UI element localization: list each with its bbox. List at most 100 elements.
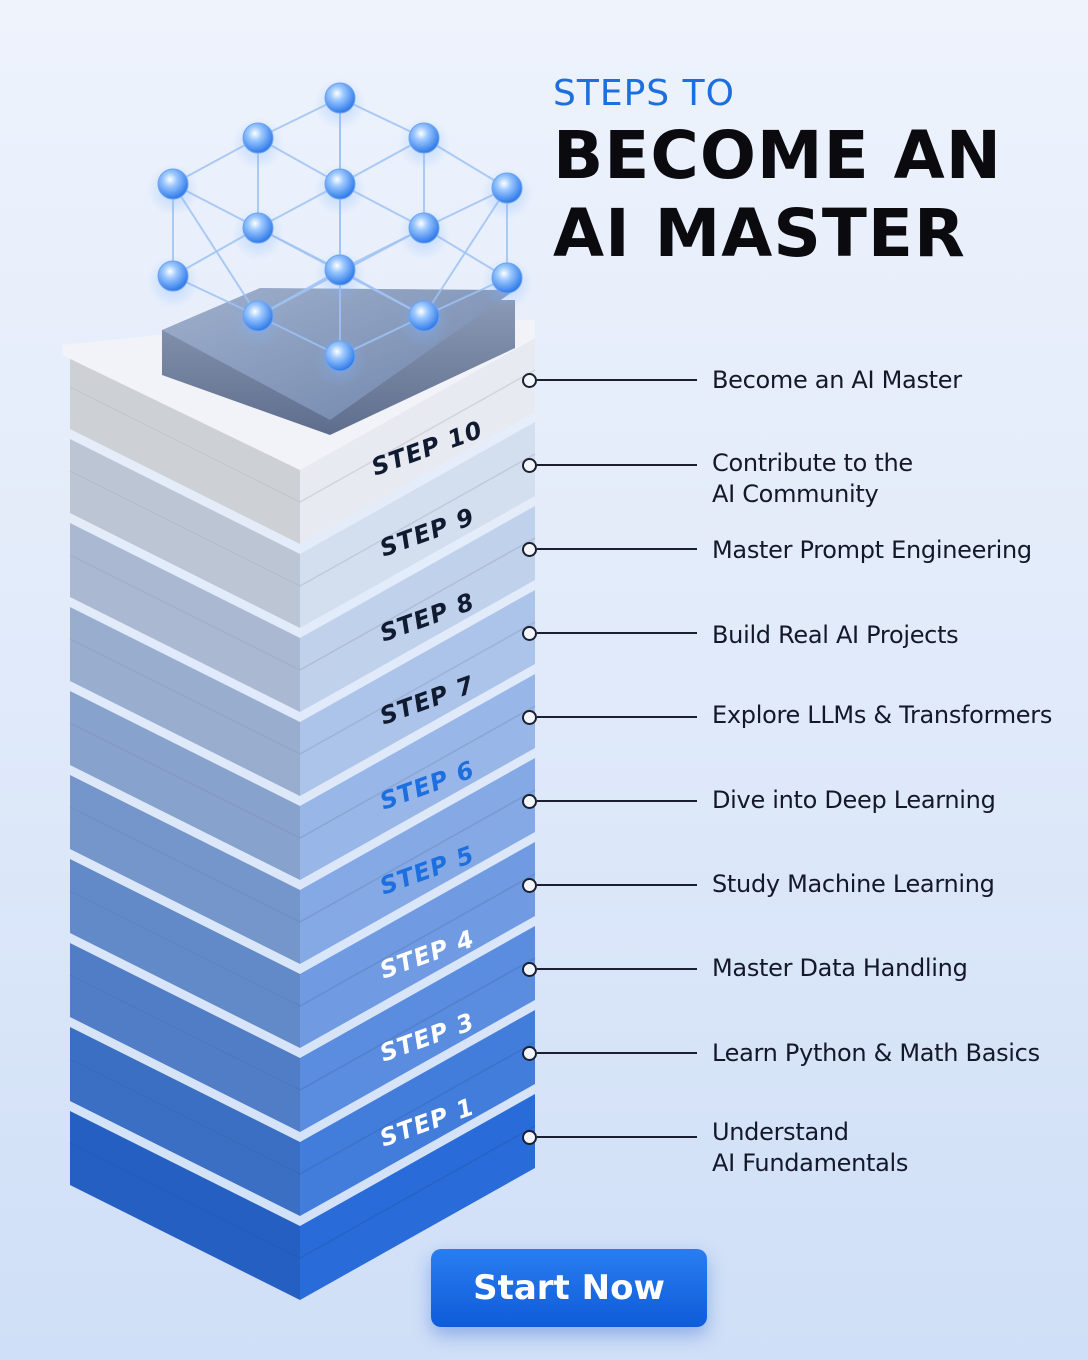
connector-rule — [537, 1052, 697, 1054]
page-title-line2: AI MASTER — [553, 195, 966, 272]
network-node — [324, 168, 356, 200]
connector-line — [522, 793, 702, 809]
step-description: Master Prompt Engineering — [712, 535, 1072, 566]
step-description-line: Master Prompt Engineering — [712, 536, 1032, 564]
tier-right-face — [300, 422, 535, 628]
tier-left-face — [70, 691, 300, 880]
tier-groove — [69, 453, 536, 587]
tier-right-face — [300, 926, 535, 1132]
step-description-line: AI Community — [712, 480, 879, 508]
tier-groove — [69, 789, 536, 923]
step-description-line: Explore LLMs & Transformers — [712, 701, 1053, 729]
subtitle: STEPS TO — [553, 73, 735, 114]
connector-dot-icon — [522, 710, 537, 725]
tier-left-face — [70, 775, 300, 964]
connector-line — [522, 961, 702, 977]
tier-left-face — [70, 607, 300, 796]
connector-dot-icon — [522, 626, 537, 641]
connector-rule — [537, 716, 697, 718]
tier-groove — [69, 621, 536, 755]
step-description: Contribute to the AI Community — [712, 448, 1072, 510]
step-description: Build Real AI Projects — [712, 620, 1072, 651]
connector-rule — [537, 548, 697, 550]
tier-left-face — [70, 859, 300, 1048]
network-node — [324, 82, 356, 114]
tier-right-face — [300, 758, 535, 964]
tier-groove — [69, 873, 536, 1007]
network-node — [157, 168, 189, 200]
title-block: STEPS TO BECOME AN AI MASTER — [553, 72, 1002, 272]
connector-line — [522, 457, 702, 473]
connector-dot-icon — [522, 1046, 537, 1061]
tier-right-face — [300, 842, 535, 1048]
network-node — [324, 340, 356, 372]
network-node — [491, 172, 523, 204]
tier-right-face — [300, 338, 535, 544]
tier-groove — [69, 1041, 536, 1175]
tier-groove — [69, 1125, 536, 1259]
tier-left-face — [70, 1111, 300, 1300]
neural-network-cube-icon — [147, 78, 533, 435]
step-description-line: Understand — [712, 1118, 849, 1146]
connector-line — [522, 1045, 702, 1061]
tier-left-face — [70, 1027, 300, 1216]
connector-rule — [537, 884, 697, 886]
tier-groove — [69, 537, 536, 671]
connector-dot-icon — [522, 373, 537, 388]
tier-left-face — [70, 439, 300, 628]
network-node — [408, 122, 440, 154]
step-description: Dive into Deep Learning — [712, 785, 1072, 816]
tier-groove — [69, 705, 536, 839]
tier-right-face — [300, 1010, 535, 1216]
step-description-line: Learn Python & Math Basics — [712, 1039, 1040, 1067]
goal-description: Become an AI Master — [712, 365, 1072, 396]
tier-left-face — [70, 355, 300, 544]
network-node — [242, 300, 274, 332]
network-node — [491, 262, 523, 294]
step-description-line: Master Data Handling — [712, 954, 968, 982]
step-description-line: Build Real AI Projects — [712, 621, 959, 649]
connector-line — [522, 625, 702, 641]
step-description: Study Machine Learning — [712, 869, 1072, 900]
connector-rule — [537, 968, 697, 970]
connector-dot-icon — [522, 878, 537, 893]
network-node — [242, 212, 274, 244]
network-node — [324, 254, 356, 286]
connector-dot-icon — [522, 962, 537, 977]
connector-line — [522, 372, 702, 388]
step-description-line: Contribute to the — [712, 449, 913, 477]
start-now-button[interactable]: Start Now — [431, 1249, 707, 1327]
step-description-line: Study Machine Learning — [712, 870, 995, 898]
step-description: Learn Python & Math Basics — [712, 1038, 1072, 1069]
step-description-line: Become an AI Master — [712, 366, 962, 394]
page-title-line1: BECOME AN — [553, 117, 1002, 194]
network-node — [157, 260, 189, 292]
network-node — [408, 300, 440, 332]
connector-rule — [537, 800, 697, 802]
connector-line — [522, 709, 702, 725]
network-node — [408, 212, 440, 244]
step-description: Master Data Handling — [712, 953, 1072, 984]
connector-rule — [537, 632, 697, 634]
tier-stack — [62, 320, 536, 1300]
tier-right-face — [300, 674, 535, 880]
tier-right-face — [300, 590, 535, 796]
tier-right-face — [300, 506, 535, 712]
connector-dot-icon — [522, 1130, 537, 1145]
connector-line — [522, 1129, 702, 1145]
tier-groove — [69, 369, 536, 503]
connector-rule — [537, 379, 697, 381]
step-description-line: Dive into Deep Learning — [712, 786, 996, 814]
connector-dot-icon — [522, 794, 537, 809]
connector-line — [522, 541, 702, 557]
connector-dot-icon — [522, 542, 537, 557]
tier-right-face — [300, 1094, 535, 1300]
tier-left-face — [70, 943, 300, 1132]
connector-dot-icon — [522, 458, 537, 473]
tier-groove — [69, 957, 536, 1091]
connector-line — [522, 877, 702, 893]
connector-rule — [537, 1136, 697, 1138]
connector-rule — [537, 464, 697, 466]
